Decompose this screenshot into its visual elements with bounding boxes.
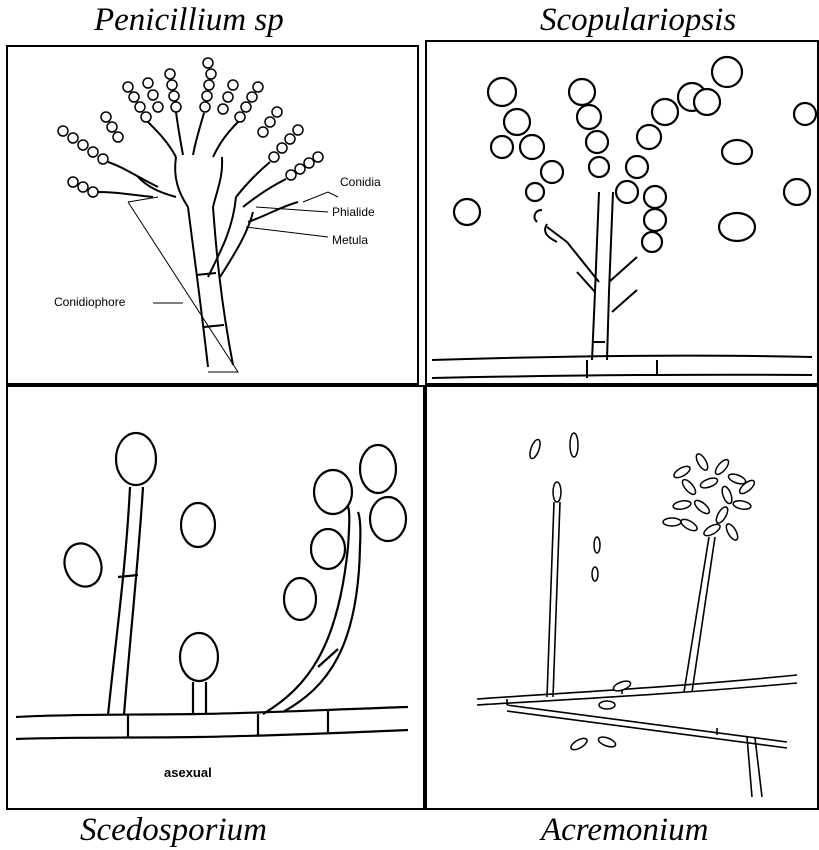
caption-acremonium: Acremonium xyxy=(541,814,708,847)
scopulariopsis-diagram xyxy=(427,42,817,383)
caption-scopulariopsis: Scopulariopsis xyxy=(540,4,736,37)
label-metula: Metula xyxy=(332,233,368,247)
caption-penicillium: Penicillium sp xyxy=(94,4,284,37)
panel-scedosporium: asexual xyxy=(6,385,425,810)
panel-acremonium xyxy=(425,385,819,810)
panel-scopulariopsis xyxy=(425,40,819,385)
label-conidiophore: Conidiophore xyxy=(54,295,125,309)
scedosporium-diagram xyxy=(8,387,423,808)
acremonium-diagram xyxy=(427,387,817,808)
label-asexual: asexual xyxy=(164,765,212,780)
label-phialide: Phialide xyxy=(332,205,375,219)
caption-scedosporium: Scedosporium xyxy=(80,814,267,847)
label-conidia: Conidia xyxy=(340,175,381,189)
panel-penicillium: Conidia Phialide Metula Conidiophore xyxy=(6,45,419,385)
